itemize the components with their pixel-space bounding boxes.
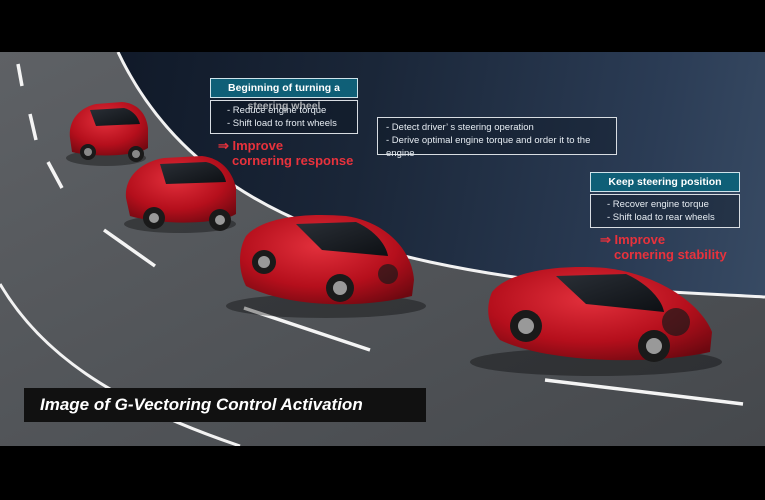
scene-image: Beginning of turning a steering wheel - … xyxy=(0,52,765,446)
car-4 xyxy=(470,267,722,376)
phase1-item: - Reduce engine torque xyxy=(227,105,327,116)
phase2-item: - Recover engine torque xyxy=(607,199,709,210)
phase1-item: - Shift load to front wheels xyxy=(227,118,337,129)
lane-dashes xyxy=(16,63,744,406)
detect-details: - Detect driver’ s steering operation - … xyxy=(377,117,617,159)
caption-banner: Image of G-Vectoring Control Activation xyxy=(24,388,426,422)
car-3 xyxy=(226,214,426,318)
phase1-result: ⇒ Improve cornering response xyxy=(218,138,353,168)
phase1-title: Beginning of turning a steering wheel xyxy=(210,78,358,112)
phase1-result-line: cornering response xyxy=(232,153,354,168)
phase2-result-line: cornering stability xyxy=(614,247,727,262)
detect-item: - Detect driver’ s steering operation xyxy=(386,122,534,133)
road-edge-line-left xyxy=(0,283,241,446)
phase2-title: Keep steering position xyxy=(590,172,740,192)
car-2 xyxy=(124,156,236,233)
phase2-result: ⇒ Improve cornering stability xyxy=(600,232,727,262)
phase2-item: - Shift load to rear wheels xyxy=(607,212,715,223)
car-1 xyxy=(66,102,148,166)
phase1-details: - Reduce engine torque - Shift load to f… xyxy=(210,100,358,134)
road-illustration xyxy=(0,52,765,446)
phase2-result-line: ⇒ Improve xyxy=(600,232,666,247)
detect-item: - Derive optimal engine torque and order… xyxy=(386,135,591,159)
phase1-result-line: ⇒ Improve xyxy=(218,138,284,153)
phase2-details: - Recover engine torque - Shift load to … xyxy=(590,194,740,228)
